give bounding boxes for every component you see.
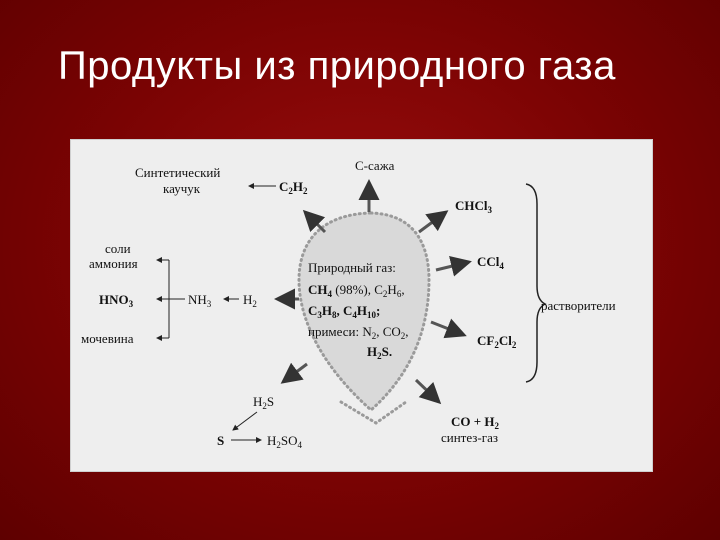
cf2cl2-label: CF2Cl2 (477, 333, 517, 350)
diagram-panel: Природный газ: CH4 (98%), C2H6, C3H8, C4… (70, 139, 653, 472)
arrow-to-ccl4 (435, 256, 472, 277)
arrow-h2s-to-s (232, 411, 258, 431)
arrow-to-syngas (414, 378, 442, 405)
arrow-to-chcl3 (418, 210, 449, 234)
natural-gas-line5: H2S. (367, 344, 392, 361)
arrow-to-cf2cl2 (430, 318, 467, 339)
arrow-to-h2s (280, 362, 308, 384)
hno3-label: HNO3 (99, 292, 134, 309)
salts-label-line2: аммония (89, 256, 138, 271)
natural-gas-line2: CH4 (98%), C2H6, (308, 282, 405, 299)
blob-tail (339, 400, 408, 425)
nh3-label: NH3 (188, 292, 212, 309)
sulfur-label: S (217, 433, 224, 448)
ccl4-label: CCl4 (477, 254, 504, 271)
soot-label: С-сажа (355, 158, 395, 173)
diagram-canvas: Природный газ: CH4 (98%), C2H6, C3H8, C4… (81, 158, 616, 450)
urea-label: мочевина (81, 331, 134, 346)
c2h2-label: C2H2 (279, 179, 308, 196)
natural-gas-line3: C3H8, C4H10; (308, 303, 380, 320)
natural-gas-line4: примеси: N2, CO2, (308, 324, 409, 341)
h2s-label: H2S (253, 394, 274, 411)
rubber-label-line1: Синтетический (135, 165, 220, 180)
chcl3-label: CHCl3 (455, 198, 493, 215)
natural-gas-blob (297, 211, 431, 413)
salts-label-line1: соли (105, 241, 131, 256)
arrow-to-c2h2 (302, 209, 327, 234)
h2so4-label: H2SO4 (267, 433, 303, 450)
syngas-formula: CO + H2 (451, 414, 500, 431)
rubber-label-line2: каучук (163, 181, 201, 196)
syngas-label: синтез-газ (441, 430, 498, 445)
slide-title: Продукты из природного газа (58, 44, 616, 88)
natural-gas-line1: Природный газ: (308, 260, 396, 275)
h2-label: H2 (243, 292, 257, 309)
solvents-brace (525, 183, 547, 383)
solvents-label: растворители (541, 298, 616, 313)
